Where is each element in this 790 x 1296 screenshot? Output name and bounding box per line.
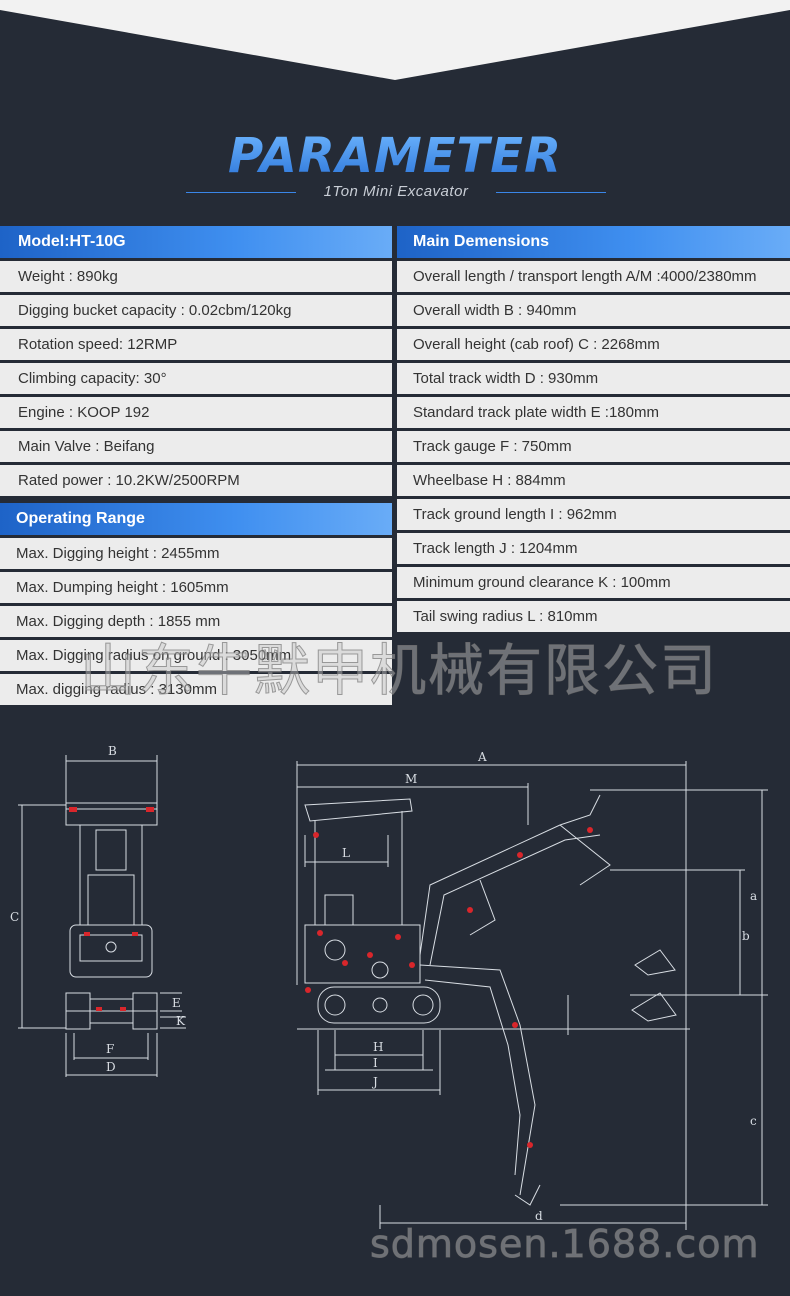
model-spec-row: Digging bucket capacity : 0.02cbm/120kg [0, 295, 392, 326]
dimension-row: Standard track plate width E :180mm [397, 397, 790, 428]
model-spec-row: Climbing capacity: 30° [0, 363, 392, 394]
label-C: C [10, 910, 19, 924]
operating-range-row: Max. Digging radius on ground : 3050mm [0, 640, 392, 671]
model-spec-row: Weight : 890kg [0, 261, 392, 292]
model-panel-header: Model:HT-10G [0, 226, 392, 258]
operating-range-panel: Operating Range Max. Digging height : 24… [0, 503, 392, 705]
label-F: F [106, 1042, 114, 1056]
top-chevron-banner [0, 0, 790, 80]
label-L: L [342, 846, 350, 860]
model-spec-row: Main Valve : Beifang [0, 431, 392, 462]
operating-range-header: Operating Range [0, 503, 392, 535]
side-view-drawing [296, 761, 768, 1230]
excavator-dimension-drawing: B C E K F D A M L H I J a b c d [10, 744, 768, 1230]
label-M: M [405, 772, 417, 786]
dimension-row: Track length J : 1204mm [397, 533, 790, 564]
model-spec-row: Rated power : 10.2KW/2500RPM [0, 465, 392, 496]
front-view-drawing [18, 755, 186, 1077]
subtitle-divider-right [496, 192, 606, 193]
operating-range-row: Max. Dumping height : 1605mm [0, 572, 392, 603]
label-H: H [373, 1040, 383, 1054]
label-I: I [373, 1056, 378, 1070]
label-c: c [750, 1114, 757, 1128]
operating-range-row: Max. Digging height : 2455mm [0, 538, 392, 569]
operating-range-row: Max. digging radius : 3130mm [0, 674, 392, 705]
model-spec-panel: Model:HT-10G Weight : 890kg Digging buck… [0, 226, 392, 496]
dimension-row: Overall height (cab roof) C : 2268mm [397, 329, 790, 360]
label-E: E [172, 996, 181, 1010]
dimension-row: Total track width D : 930mm [397, 363, 790, 394]
main-dimensions-header: Main Demensions [397, 226, 790, 258]
dimension-row: Overall width B : 940mm [397, 295, 790, 326]
label-B: B [108, 744, 117, 758]
model-spec-row: Rotation speed: 12RMP [0, 329, 392, 360]
dimension-row: Track gauge F : 750mm [397, 431, 790, 462]
label-b: b [742, 929, 750, 943]
dimension-row: Tail swing radius L : 810mm [397, 601, 790, 632]
dimension-row: Track ground length I : 962mm [397, 499, 790, 530]
subtitle-divider-left [186, 192, 296, 193]
label-A: A [477, 750, 487, 764]
page-subtitle: 1Ton Mini Excavator [323, 183, 469, 200]
dimension-labels: B C E K F D A M L H I J a b c d [10, 744, 757, 1223]
main-dimensions-panel: Main Demensions Overall length / transpo… [397, 226, 790, 632]
label-a: a [750, 889, 757, 903]
subtitle-row: 1Ton Mini Excavator [186, 183, 606, 203]
label-J: J [371, 1075, 378, 1089]
operating-range-row: Max. Digging depth : 1855 mm [0, 606, 392, 637]
dimension-row: Minimum ground clearance K : 100mm [397, 567, 790, 598]
label-D: D [106, 1060, 116, 1074]
model-spec-row: Engine : KOOP 192 [0, 397, 392, 428]
drawing-highlights [69, 807, 593, 1148]
page-title: PARAMETER [0, 128, 790, 184]
label-K: K [176, 1014, 186, 1028]
label-d: d [535, 1209, 543, 1223]
dimension-row: Overall length / transport length A/M :4… [397, 261, 790, 292]
dimension-row: Wheelbase H : 884mm [397, 465, 790, 496]
